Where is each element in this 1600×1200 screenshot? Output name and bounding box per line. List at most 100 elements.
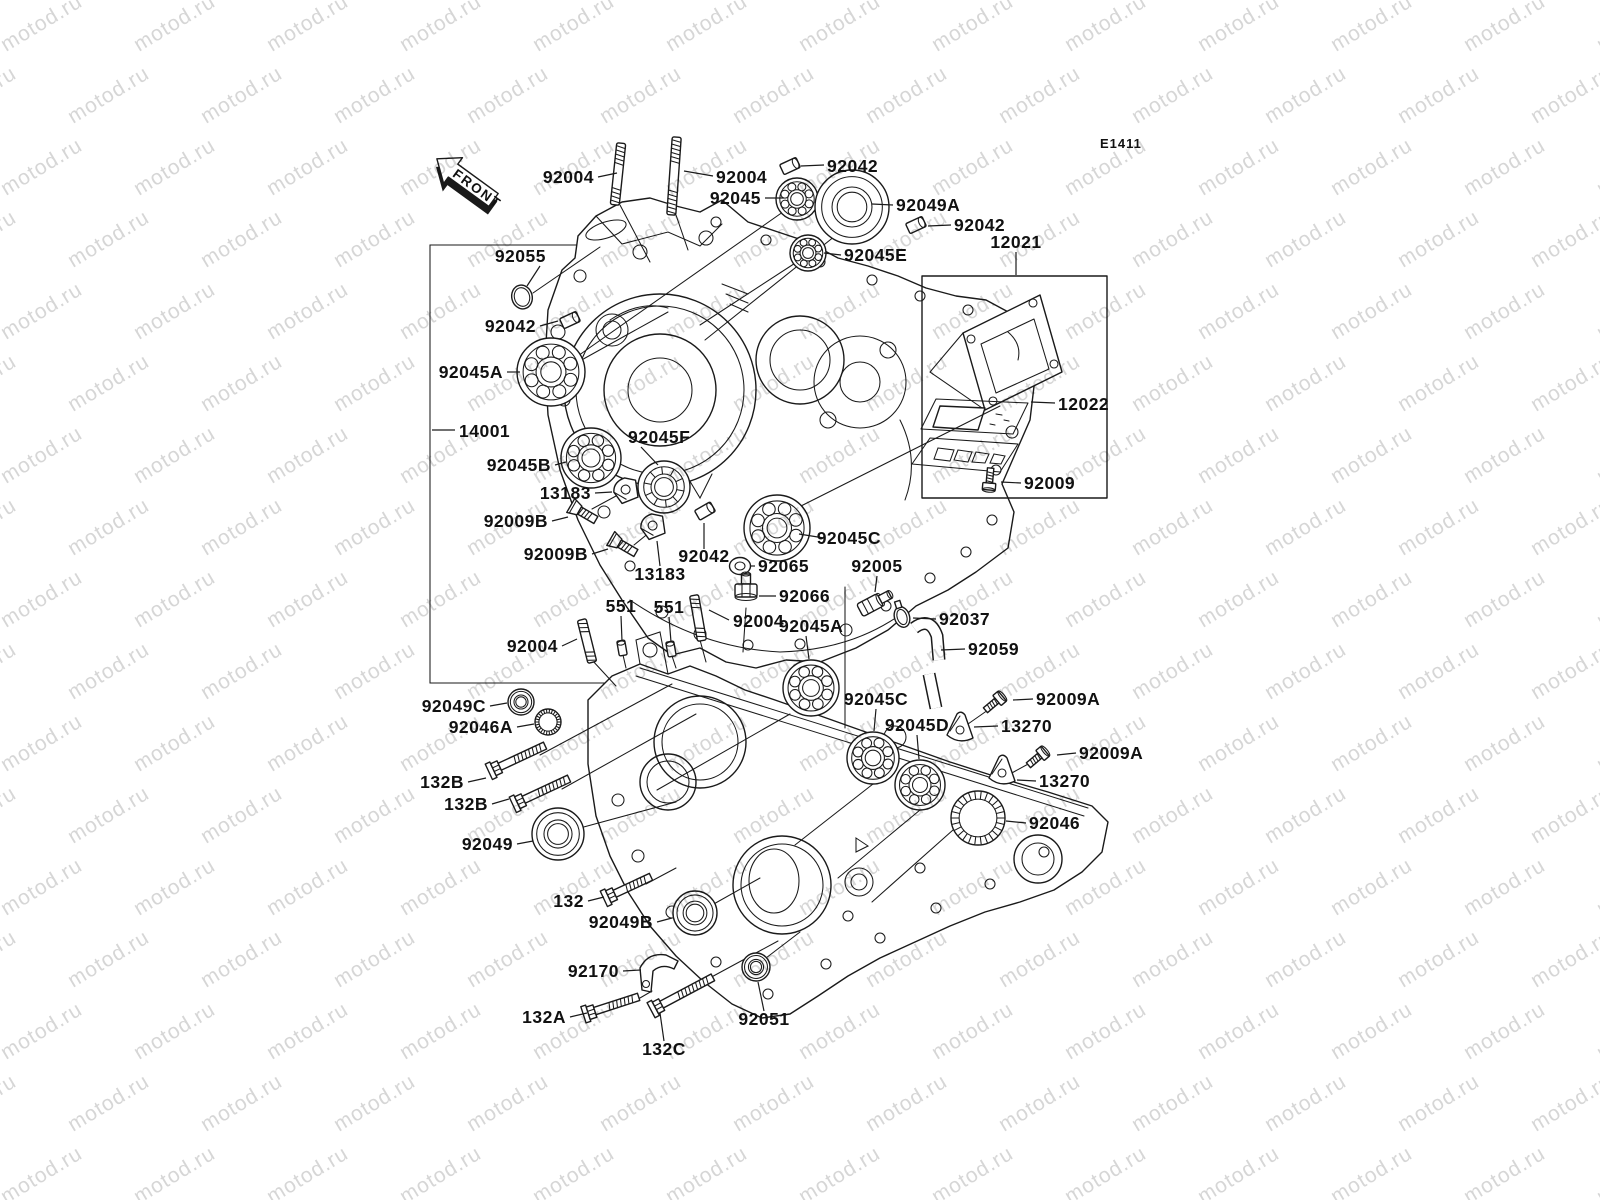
part-92065 <box>728 556 752 576</box>
leader-line-92042 <box>800 164 825 167</box>
watermark-text: motod.ru <box>396 422 486 489</box>
watermark-text: motod.ru <box>64 494 154 561</box>
watermark-text: motod.ru <box>1261 638 1351 705</box>
watermark-text: motod.ru <box>263 422 353 489</box>
watermark-text: motod.ru <box>1593 566 1600 633</box>
part-label-92049C: 92049C <box>422 696 486 716</box>
watermark-text: motod.ru <box>0 926 20 993</box>
leader-line-92051 <box>757 981 765 1012</box>
watermark-text: motod.ru <box>1261 206 1351 273</box>
watermark-text: motod.ru <box>396 710 486 777</box>
watermark-text: motod.ru <box>1327 0 1417 56</box>
watermark-text: motod.ru <box>263 0 353 56</box>
watermark-text: motod.ru <box>0 350 20 417</box>
part-label-12022: 12022 <box>1058 394 1109 414</box>
watermark-text: motod.ru <box>1327 134 1417 201</box>
part-92009B-1 <box>566 497 599 525</box>
watermark-text: motod.ru <box>0 0 86 56</box>
part-92049A <box>814 169 890 245</box>
part-label-92037: 92037 <box>939 609 990 629</box>
watermark-text: motod.ru <box>1394 350 1484 417</box>
watermark-text: motod.ru <box>928 0 1018 56</box>
watermark-text: motod.ru <box>197 638 287 705</box>
watermark-text: motod.ru <box>795 1142 885 1200</box>
part-label-92045D: 92045D <box>885 715 949 735</box>
part-label-92045C: 92045C <box>817 528 881 548</box>
drawing-code: E1411 <box>1100 136 1142 151</box>
watermark-text: motod.ru <box>1394 1070 1484 1137</box>
part-label-92009: 92009 <box>1024 473 1075 493</box>
watermark-text: motod.ru <box>928 998 1018 1065</box>
part-13270-2 <box>988 754 1016 785</box>
watermark-text: motod.ru <box>596 1070 686 1137</box>
watermark-text: motod.ru <box>662 0 752 56</box>
leader-line-13270 <box>973 725 999 728</box>
leader-line-92045A <box>805 635 810 660</box>
part-92049B <box>672 890 718 936</box>
watermark-text: motod.ru <box>1327 854 1417 921</box>
part-92055 <box>510 284 534 310</box>
watermark-text: motod.ru <box>0 638 20 705</box>
part-label-92045A: 92045A <box>439 362 503 382</box>
watermark-text: motod.ru <box>1128 782 1218 849</box>
leader-line-92004 <box>597 172 618 178</box>
watermark-text: motod.ru <box>64 638 154 705</box>
leader-line-92049 <box>516 840 534 845</box>
part-92042-2 <box>905 216 927 234</box>
watermark-text: motod.ru <box>1128 62 1218 129</box>
leader-line-92059 <box>940 648 966 651</box>
watermark-text: motod.ru <box>862 62 952 129</box>
part-label-132A: 132A <box>522 1007 566 1027</box>
part-label-13183: 13183 <box>540 483 591 503</box>
part-92046 <box>950 790 1006 846</box>
watermark-text: motod.ru <box>1128 494 1218 561</box>
watermark-text: motod.ru <box>130 998 220 1065</box>
part-label-92170: 92170 <box>568 961 619 981</box>
leader-line-92049B <box>656 917 673 923</box>
part-92046A <box>534 708 562 736</box>
watermark-text: motod.ru <box>263 134 353 201</box>
part-label-92049: 92049 <box>462 834 513 854</box>
part-92051 <box>741 952 771 982</box>
part-label-92059: 92059 <box>968 639 1019 659</box>
part-13183-1 <box>613 477 639 505</box>
part-label-13270: 13270 <box>1039 771 1090 791</box>
part-92045B <box>560 427 622 489</box>
watermark-text: motod.ru <box>0 134 86 201</box>
watermark-text: motod.ru <box>396 854 486 921</box>
part-132 <box>599 872 654 908</box>
part-label-13183: 13183 <box>634 564 685 584</box>
watermark-text: motod.ru <box>1194 710 1284 777</box>
watermark-text: motod.ru <box>1527 206 1600 273</box>
watermark-text: motod.ru <box>463 62 553 129</box>
part-label-92066: 92066 <box>779 586 830 606</box>
part-label-132: 132 <box>553 891 584 911</box>
part-label-92042: 92042 <box>954 215 1005 235</box>
watermark-text: motod.ru <box>1194 1142 1284 1200</box>
watermark-text: motod.ru <box>130 854 220 921</box>
watermark-text: motod.ru <box>197 1070 287 1137</box>
leader-line-92037 <box>912 617 937 620</box>
watermark-text: motod.ru <box>1194 566 1284 633</box>
part-92045C-2 <box>846 731 900 785</box>
watermark-text: motod.ru <box>64 206 154 273</box>
watermark-text: motod.ru <box>263 566 353 633</box>
part-label-14001: 14001 <box>459 421 510 441</box>
watermark-text: motod.ru <box>1527 494 1600 561</box>
part-label-92009A: 92009A <box>1036 689 1100 709</box>
watermark-text: motod.ru <box>330 62 420 129</box>
watermark-text: motod.ru <box>662 1142 752 1200</box>
leader-line-92170 <box>622 969 642 972</box>
watermark-text: motod.ru <box>130 566 220 633</box>
watermark-text: motod.ru <box>1460 710 1550 777</box>
watermark-text: motod.ru <box>130 134 220 201</box>
watermark-text: motod.ru <box>1593 134 1600 201</box>
part-92045C-1 <box>743 494 811 562</box>
watermark-text: motod.ru <box>330 926 420 993</box>
part-label-92045E: 92045E <box>844 245 907 265</box>
watermark-text: motod.ru <box>0 1070 20 1137</box>
watermark-text: motod.ru <box>0 422 86 489</box>
watermark-text: motod.ru <box>1194 854 1284 921</box>
part-label-92045A: 92045A <box>779 616 843 636</box>
leader-line-92004 <box>561 638 578 647</box>
